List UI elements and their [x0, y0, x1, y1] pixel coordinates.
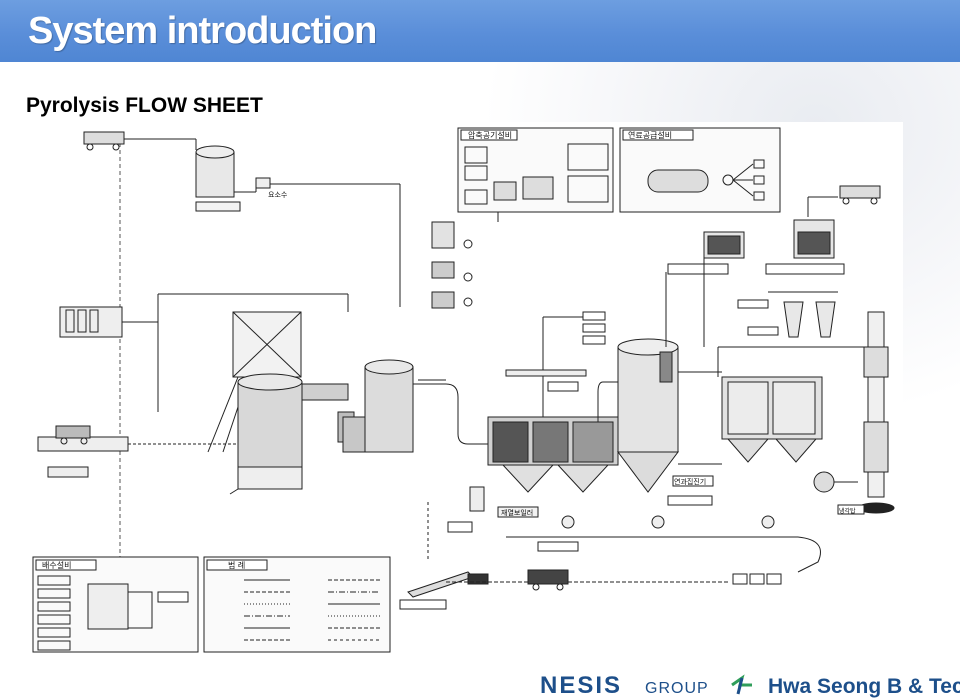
- fuel-supply-box: 연료공급설비: [619, 127, 781, 213]
- ash-silos: [667, 219, 845, 275]
- urea-label: 요소수: [268, 191, 288, 199]
- feed-crane: [207, 311, 302, 453]
- ash-conveyor: [506, 515, 821, 573]
- legend-box: 범 례: [203, 556, 391, 653]
- nesis-group-label: GROUP: [645, 680, 709, 697]
- fuel-supply-title: 연료공급설비: [628, 130, 672, 140]
- footer-logos: NESIS GROUP Hwa Seong B & Tec: [540, 672, 960, 699]
- title-bar: System introduction: [0, 0, 960, 62]
- urea-storage-tank: [195, 145, 241, 212]
- wastewater-box: 배수설비: [32, 556, 199, 653]
- pyrolysis-reactor: [229, 373, 303, 495]
- boiler-pipe: [413, 383, 488, 445]
- hwaseong-logo: Hwa Seong B & Tec: [768, 675, 960, 698]
- cyclone-tower: 연과집진기: [617, 338, 714, 506]
- urea-pump: 요소수: [255, 177, 288, 199]
- legend-title: 범 례: [228, 560, 245, 570]
- secondary-chamber: [342, 359, 414, 453]
- stack: 냉각탑: [837, 311, 895, 515]
- heat-exchanger: 재열보일러: [487, 416, 619, 518]
- flow-sheet-diagram: 요소수 압축공기설비 연료공급설비: [28, 122, 903, 662]
- cyclone-label: 연과집진기: [674, 477, 706, 486]
- wastewater-title: 배수설비: [42, 560, 71, 570]
- quench-tank: [447, 486, 485, 533]
- compressed-air-box: 압축공기설비: [457, 127, 614, 213]
- chemical-tanks: [431, 221, 473, 309]
- bag-filter: [678, 371, 823, 465]
- id-fan: [813, 471, 858, 493]
- heat-exchanger-label: 재열보일러: [501, 508, 533, 517]
- urea-truck: [83, 131, 125, 151]
- nesis-logo: NESIS: [540, 672, 623, 699]
- ash-discharge: [399, 502, 782, 610]
- fuel-truck: [839, 185, 881, 205]
- compressed-air-title: 압축공기설비: [468, 130, 512, 140]
- flow-sheet-svg: 요소수 압축공기설비 연료공급설비: [32, 127, 895, 653]
- diagram-subtitle: Pyrolysis FLOW SHEET: [26, 94, 263, 117]
- dosing-unit: [59, 293, 348, 412]
- twin-cyclones: [737, 291, 838, 338]
- page-title: System introduction: [28, 10, 377, 52]
- cooler-label: 냉각탑: [839, 507, 856, 515]
- waste-truck: [37, 425, 248, 478]
- hwaseong-icon: [731, 674, 752, 695]
